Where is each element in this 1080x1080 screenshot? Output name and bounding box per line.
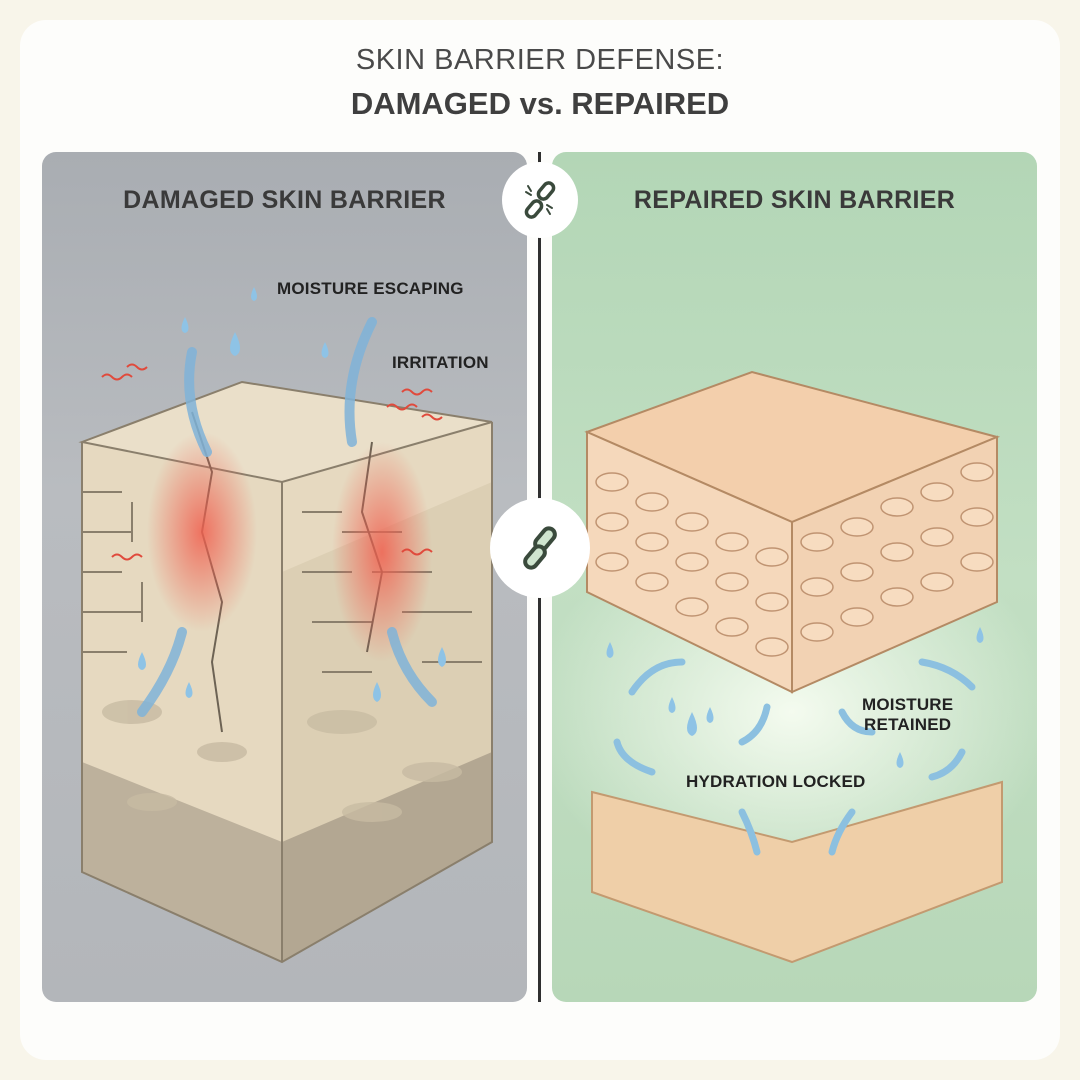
repaired-panel: REPAIRED SKIN BARRIER MO — [552, 152, 1037, 1002]
link-badge — [490, 498, 590, 598]
moisture-retained-label: MOISTURE RETAINED — [862, 695, 953, 735]
link-icon — [523, 526, 557, 570]
damaged-heading: DAMAGED SKIN BARRIER — [123, 186, 446, 214]
repaired-heading: REPAIRED SKIN BARRIER — [633, 186, 956, 214]
repaired-skin-illustration — [552, 370, 1037, 964]
title-line-2: DAMAGED vs. REPAIRED — [350, 86, 730, 121]
irritation-label: IRRITATION — [392, 353, 489, 372]
moisture-retained-line-2: RETAINED — [864, 715, 952, 734]
damaged-panel: DAMAGED SKIN BARRIER — [42, 152, 527, 1002]
moisture-escaping-label: MOISTURE ESCAPING — [277, 279, 464, 298]
hydration-locked-label: HYDRATION LOCKED — [686, 772, 866, 791]
moisture-retained-line-1: MOISTURE — [862, 695, 954, 714]
title-line-1: SKIN BARRIER DEFENSE: — [355, 44, 725, 76]
broken-link-badge — [502, 162, 578, 238]
broken-link-icon — [524, 181, 556, 219]
damaged-skin-illustration — [78, 287, 493, 964]
